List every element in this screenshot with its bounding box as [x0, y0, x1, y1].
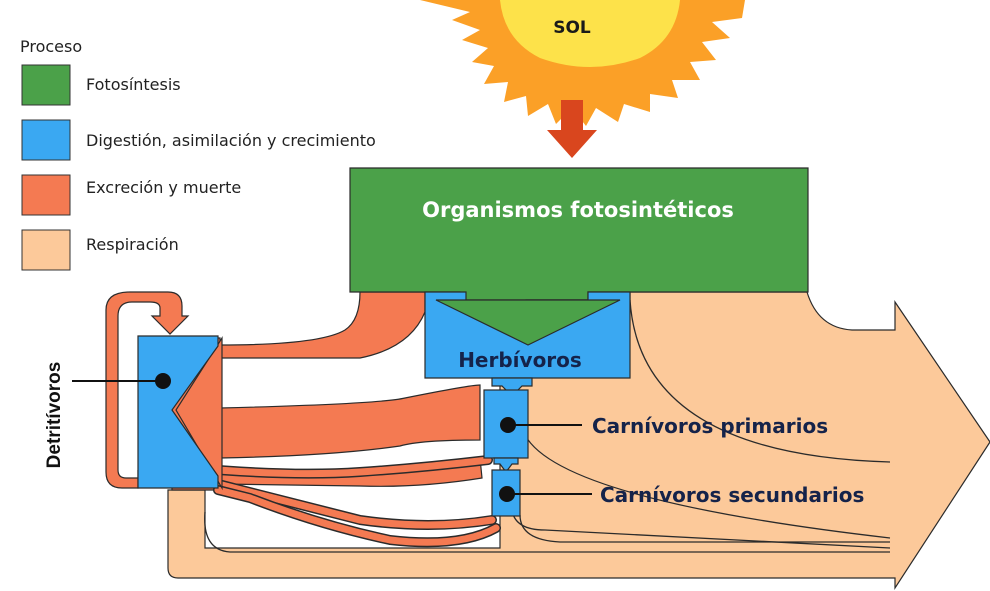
legend-swatch-excretion — [21, 174, 71, 216]
detritivores-label: Detritívoros — [44, 362, 65, 469]
producers-label: Organismos fotosintéticos — [422, 198, 734, 222]
detritivore-loop — [105, 291, 190, 489]
sun-core — [500, 0, 680, 67]
sun: SOL — [420, 0, 745, 126]
legend-title: Proceso — [20, 37, 82, 56]
photosynthesis-arrowhead — [435, 299, 621, 346]
legend-label-excretion: Excreción y muerte — [86, 178, 241, 197]
legend-swatch-photosynthesis — [21, 64, 71, 106]
detritivores-box — [137, 335, 219, 489]
excretion-streams — [213, 455, 501, 548]
secondary-carnivores-label: Carnívoros secundarios — [600, 483, 864, 507]
primary-to-secondary-arrow — [493, 457, 519, 473]
legend-label-photosynthesis: Fotosíntesis — [86, 75, 181, 94]
legend-swatch-respiration — [21, 229, 71, 271]
sun-label: SOL — [553, 18, 591, 38]
legend: Proceso Fotosíntesis Digestión, asimilac… — [20, 37, 376, 271]
primary-carnivores-label: Carnívoros primarios — [592, 414, 828, 438]
legend-label-digestion: Digestión, asimilación y crecimiento — [86, 131, 376, 150]
herbivores-label: Herbívoros — [458, 348, 582, 372]
legend-label-respiration: Respiración — [86, 235, 179, 254]
sunlight-arrow — [547, 100, 597, 158]
legend-swatch-digestion — [21, 119, 71, 161]
